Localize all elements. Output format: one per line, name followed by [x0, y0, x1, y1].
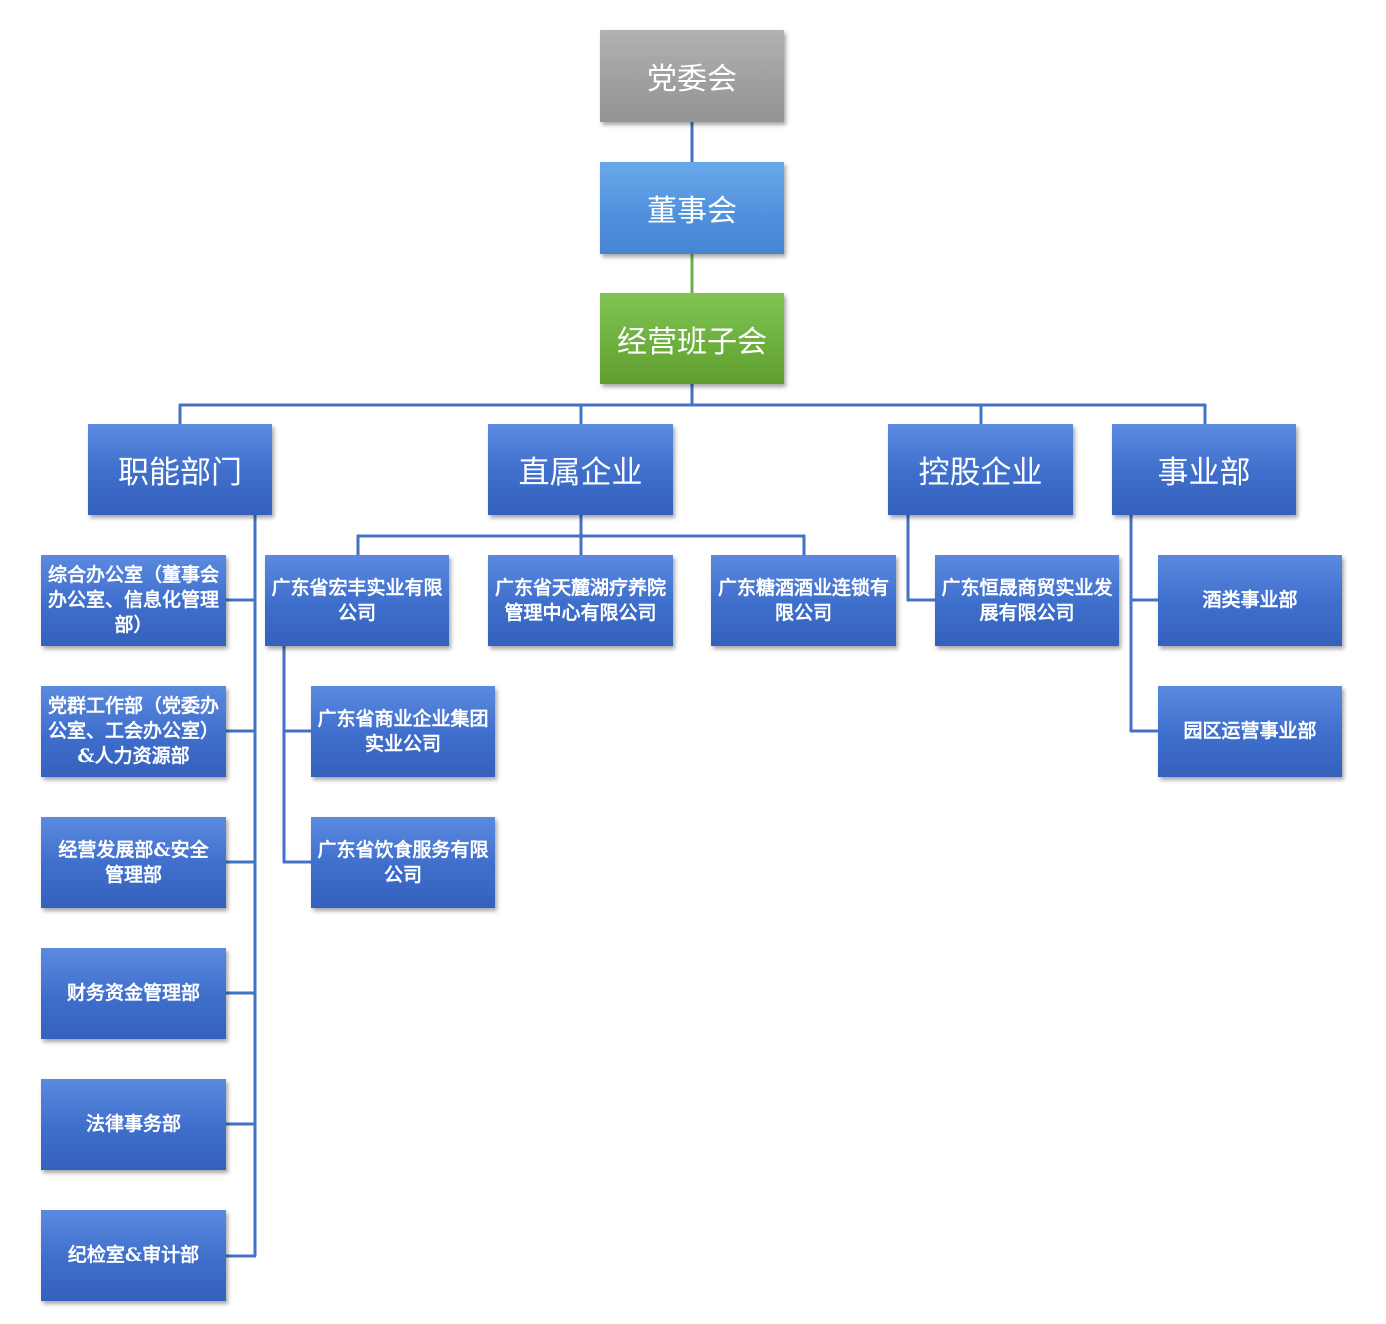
functional-dept-box: 纪检室&审计部	[41, 1210, 226, 1301]
category-functional-box: 职能部门	[88, 424, 272, 515]
category-business-label: 事业部	[1157, 455, 1251, 491]
category-holding-label: 控股企业	[918, 455, 1043, 491]
party-committee-box: 党委会	[600, 30, 784, 122]
category-business-box: 事业部	[1112, 424, 1296, 515]
board-box: 董事会	[600, 162, 784, 254]
holding-enterprise-hengsheng-label: 广东恒晟商贸实业发展有限公司	[941, 576, 1113, 624]
direct-enterprise-tangjiu-label: 广东糖酒酒业连锁有限公司	[717, 576, 889, 624]
direct-enterprise-tianlu-label: 广东省天麓湖疗养院管理中心有限公司	[494, 576, 666, 624]
functional-dept-label: 党群工作部（党委办公室、工会办公室）&人力资源部	[47, 695, 219, 767]
functional-dept-label: 财务资金管理部	[66, 982, 200, 1004]
hongfeng-subsidiary-label: 广东省商业企业集团实业公司	[317, 707, 489, 755]
functional-dept-box: 法律事务部	[41, 1079, 226, 1170]
hongfeng-subsidiary-box: 广东省商业企业集团实业公司	[311, 686, 495, 777]
hongfeng-subsidiary-box: 广东省饮食服务有限公司	[311, 817, 495, 908]
functional-dept-box: 财务资金管理部	[41, 948, 226, 1039]
direct-enterprise-tianlu-box: 广东省天麓湖疗养院管理中心有限公司	[488, 555, 673, 646]
business-unit-box: 酒类事业部	[1158, 555, 1342, 646]
functional-dept-label: 综合办公室（董事会办公室、信息化管理部）	[47, 564, 219, 636]
functional-dept-label: 经营发展部&安全管理部	[58, 838, 209, 886]
direct-enterprise-hongfeng-label: 广东省宏丰实业有限公司	[271, 576, 443, 624]
functional-dept-box: 经营发展部&安全管理部	[41, 817, 226, 908]
business-unit-label: 酒类事业部	[1202, 589, 1298, 611]
category-direct-box: 直属企业	[488, 424, 673, 515]
category-holding-box: 控股企业	[888, 424, 1073, 515]
business-unit-label: 园区运营事业部	[1183, 720, 1317, 742]
functional-dept-box: 综合办公室（董事会办公室、信息化管理部）	[41, 555, 226, 646]
functional-dept-label: 法律事务部	[85, 1113, 181, 1135]
hongfeng-subsidiary-label: 广东省饮食服务有限公司	[317, 838, 489, 886]
management-box: 经营班子会	[600, 293, 784, 384]
holding-enterprise-hengsheng-box: 广东恒晟商贸实业发展有限公司	[935, 555, 1119, 646]
direct-enterprise-tangjiu-box: 广东糖酒酒业连锁有限公司	[711, 555, 896, 646]
board-label: 董事会	[647, 194, 737, 229]
business-unit-box: 园区运营事业部	[1158, 686, 1342, 777]
functional-dept-label: 纪检室&审计部	[67, 1244, 200, 1266]
management-label: 经营班子会	[617, 324, 767, 360]
party-committee-label: 党委会	[647, 62, 737, 97]
direct-enterprise-hongfeng-box: 广东省宏丰实业有限公司	[265, 555, 449, 646]
category-functional-label: 职能部门	[118, 455, 242, 491]
functional-dept-box: 党群工作部（党委办公室、工会办公室）&人力资源部	[41, 686, 226, 777]
category-direct-label: 直属企业	[518, 455, 643, 491]
